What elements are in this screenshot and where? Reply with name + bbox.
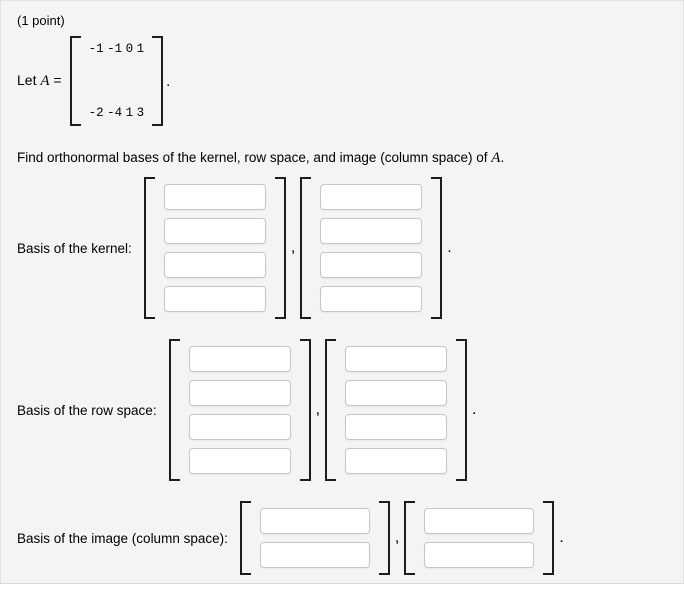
image-vector-1 xyxy=(239,501,390,575)
image-label: Basis of the image (column space): xyxy=(17,530,228,546)
image-v2-input-2[interactable] xyxy=(424,542,535,568)
rowspace-v2-input-4[interactable] xyxy=(345,448,448,474)
left-bracket xyxy=(325,339,337,481)
kernel-vector-2 xyxy=(300,177,443,319)
row-space-period: . xyxy=(472,401,477,418)
points-label: (1 point) xyxy=(17,13,65,28)
left-bracket xyxy=(143,177,155,319)
kernel-v1-input-4[interactable] xyxy=(163,286,266,312)
image-period: . xyxy=(559,529,564,546)
matrix-entries: -1 -1 0 1 -2 -4 1 3 xyxy=(81,36,153,126)
question-body: Find orthonormal bases of the kernel, ro… xyxy=(17,150,488,165)
rowspace-v1-input-3[interactable] xyxy=(188,414,291,440)
right-bracket xyxy=(456,339,468,481)
row-space-comma: , xyxy=(315,401,321,418)
image-v1-input-2[interactable] xyxy=(259,542,370,568)
let-a-equals: Let A = xyxy=(17,72,62,90)
image-v2-input-1[interactable] xyxy=(424,508,535,534)
rowspace-v2-input-1[interactable] xyxy=(345,346,448,372)
equals-sign: = xyxy=(53,72,62,88)
kernel-v1-input-1[interactable] xyxy=(163,184,266,210)
left-bracket xyxy=(404,501,416,575)
left-bracket xyxy=(239,501,251,575)
kernel-period: . xyxy=(447,239,452,256)
math-variable-A: A xyxy=(491,150,501,166)
right-bracket xyxy=(299,339,311,481)
kernel-vector-1 xyxy=(143,177,286,319)
question-period: . xyxy=(500,150,505,165)
rowspace-v2-input-3[interactable] xyxy=(345,414,448,440)
row-space-vector-1 xyxy=(168,339,311,481)
row-space-label: Basis of the row space: xyxy=(17,402,157,418)
right-bracket xyxy=(543,501,555,575)
row-space-vector-2 xyxy=(325,339,468,481)
image-section: Basis of the image (column space): , . xyxy=(17,501,667,575)
rowspace-v1-input-2[interactable] xyxy=(188,380,291,406)
right-bracket xyxy=(274,177,286,319)
left-bracket xyxy=(69,36,81,126)
kernel-v1-input-2[interactable] xyxy=(163,218,266,244)
right-bracket xyxy=(431,177,443,319)
image-comma: , xyxy=(394,529,400,546)
matrix-row-1: -1 -1 0 1 xyxy=(88,42,145,56)
matrix-row-2: -2 -4 1 3 xyxy=(88,106,145,120)
let-text: Let xyxy=(17,72,37,88)
rowspace-v1-input-4[interactable] xyxy=(188,448,291,474)
kernel-v2-input-1[interactable] xyxy=(320,184,423,210)
kernel-section: Basis of the kernel: , . xyxy=(17,177,667,319)
kernel-v1-input-3[interactable] xyxy=(163,252,266,278)
rowspace-v2-input-2[interactable] xyxy=(345,380,448,406)
matrix-A: -1 -1 0 1 -2 -4 1 3 xyxy=(69,36,164,126)
image-vector-2 xyxy=(404,501,555,575)
math-variable-A: A xyxy=(40,73,50,89)
kernel-label: Basis of the kernel: xyxy=(17,240,132,256)
rowspace-v1-input-1[interactable] xyxy=(188,346,291,372)
kernel-v2-input-2[interactable] xyxy=(320,218,423,244)
left-bracket xyxy=(300,177,312,319)
right-bracket xyxy=(378,501,390,575)
kernel-v2-input-3[interactable] xyxy=(320,252,423,278)
left-bracket xyxy=(168,339,180,481)
right-bracket xyxy=(152,36,164,126)
question-text: Find orthonormal bases of the kernel, ro… xyxy=(17,150,667,167)
image-v1-input-1[interactable] xyxy=(259,508,370,534)
kernel-comma: , xyxy=(290,239,296,256)
row-space-section: Basis of the row space: , . xyxy=(17,339,667,481)
page-bottom-strip xyxy=(0,584,684,593)
statement-period: . xyxy=(166,72,171,90)
kernel-v2-input-4[interactable] xyxy=(320,286,423,312)
matrix-statement: Let A = -1 -1 0 1 -2 -4 1 3 . xyxy=(17,36,667,126)
